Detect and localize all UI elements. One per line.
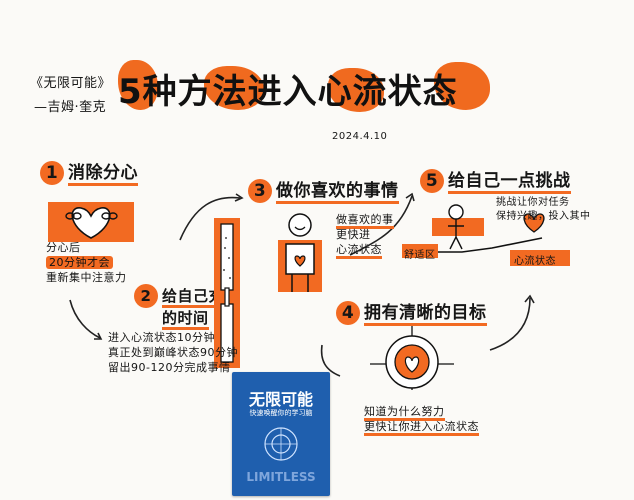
stairs-illustration [402, 200, 578, 276]
section-3-number: 3 [248, 179, 272, 203]
note: 挑战让你对任务 [496, 197, 570, 208]
note: 分心后 [46, 241, 81, 254]
book-cover: 无限可能 快速唤醒你的学习脑 LIMITLESS [232, 372, 330, 496]
note: 做喜欢的事 [336, 212, 394, 229]
book-english-title: LIMITLESS [246, 470, 316, 484]
book-subtitle: 快速唤醒你的学习脑 [249, 409, 313, 417]
note: 心流状态 [336, 242, 394, 259]
note: 保持兴趣，投入其中 [496, 211, 591, 222]
section-1-number: 1 [40, 161, 64, 185]
section-4-notes: 知道为什么努力 更快让你进入心流状态 [364, 404, 479, 436]
section-4-number: 4 [336, 301, 360, 325]
note: 进入心流状态10分钟 [108, 331, 215, 344]
section-2-heading-line2: 的时间 [162, 309, 209, 330]
section-1-notes: 分心后 20分钟才会 重新集中注意力 [46, 240, 127, 285]
author: —吉姆·奎克 [34, 100, 107, 115]
note: 知道为什么努力 [364, 404, 479, 421]
book-title: 无限可能 [248, 390, 313, 409]
section-5-heading: 给自己一点挑战 [448, 171, 571, 194]
note: 更快进 [336, 228, 371, 241]
comfort-zone-label: 舒适区 [404, 250, 436, 261]
section-1-illustration [48, 198, 134, 244]
section-2-notes: 进入心流状态10分钟 真正处到巅峰状态90分钟 留出90-120分完成事情 [108, 330, 238, 375]
section-3-heading: 做你喜欢的事情 [276, 181, 399, 204]
date: 2024.4.10 [332, 131, 388, 142]
page-title: 5种方法进入心流状态 [118, 58, 490, 118]
book-emblem-icon [264, 427, 298, 461]
note: 20分钟才会 [46, 255, 127, 270]
section-4-heading: 拥有清晰的目标 [364, 303, 487, 326]
target-illustration [364, 322, 460, 392]
note: 重新集中注意力 [46, 271, 127, 284]
section-5-notes: 挑战让你对任务 保持兴趣，投入其中 [496, 196, 591, 224]
section-5-number: 5 [420, 169, 444, 193]
note: 真正处到巅峰状态90分钟 [108, 346, 238, 359]
section-2-number: 2 [134, 284, 158, 308]
page-title-text: 5种方法进入心流状态 [118, 72, 458, 112]
book-reference: 《无限可能》 [30, 76, 112, 91]
section-1-heading: 消除分心 [68, 163, 138, 186]
flow-state-label: 心流状态 [514, 256, 556, 267]
note: 更快让你进入心流状态 [364, 419, 479, 436]
person-illustration [272, 210, 328, 296]
hourglass-illustration [212, 218, 242, 368]
note: 留出90-120分完成事情 [108, 361, 231, 374]
section-3-notes: 做喜欢的事 更快进 心流状态 [336, 212, 394, 259]
